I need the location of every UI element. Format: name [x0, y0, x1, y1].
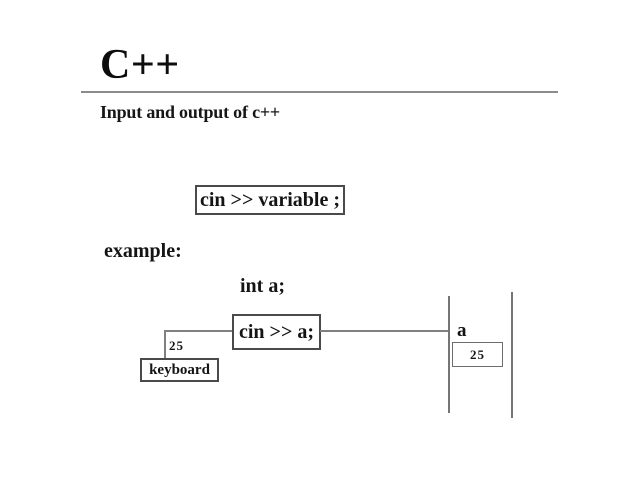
statement-box: cin >> a;	[232, 314, 321, 350]
connector-keyboard-vertical	[164, 330, 166, 359]
memory-cell-left-line	[448, 296, 450, 413]
syntax-box: cin >> variable ;	[195, 185, 345, 215]
slide-title: C++	[100, 42, 180, 88]
slide-subtitle: Input and output of c++	[100, 102, 280, 122]
connector-memory-horizontal	[320, 330, 450, 332]
input-value-label: 25	[169, 338, 184, 353]
example-heading: example:	[104, 240, 182, 262]
keyboard-box: keyboard	[140, 358, 219, 382]
memory-cell-right-line	[511, 292, 513, 418]
variable-name-label: a	[457, 320, 467, 341]
declaration-text: int a;	[240, 275, 285, 297]
connector-keyboard-horizontal	[164, 330, 233, 332]
title-underline-rule	[81, 91, 558, 93]
stored-value-box: 25	[452, 342, 503, 367]
